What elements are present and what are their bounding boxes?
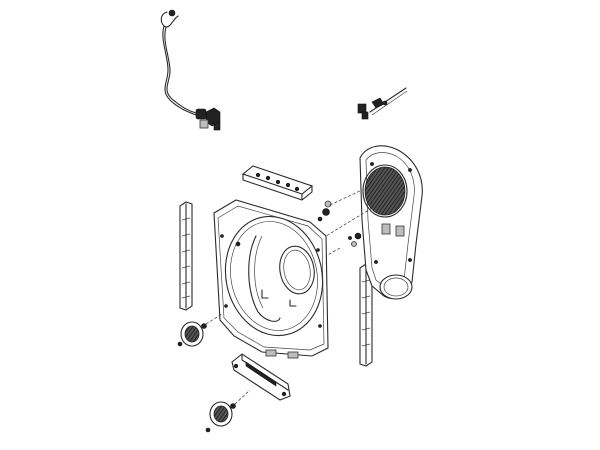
roller-wheel-lower [205, 389, 251, 433]
rear-bulkhead-panel [213, 199, 329, 359]
left-side-rail [179, 201, 193, 311]
bottom-bracket [231, 353, 291, 401]
fastener-cluster-upper [317, 189, 363, 222]
drive-shaft [357, 87, 408, 120]
right-side-rail [359, 263, 373, 367]
power-cord [160, 9, 221, 131]
roller-wheel-upper [177, 313, 223, 347]
fastener-cluster-lower [325, 232, 362, 257]
blower-housing [325, 145, 423, 300]
top-bracket [241, 165, 314, 201]
